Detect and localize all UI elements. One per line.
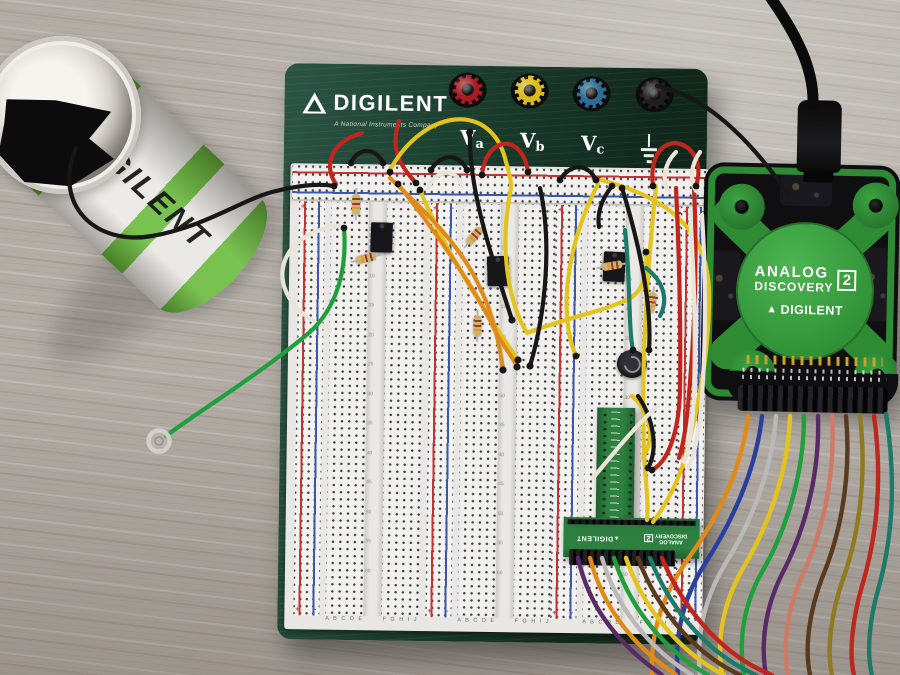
binding-post-vb (514, 75, 545, 106)
digilent-triangle-icon: ▲ (766, 302, 778, 316)
label-vb: Vb (519, 128, 545, 155)
brand-text: DIGILENT (333, 89, 449, 117)
terminal-strip (325, 201, 370, 617)
ad2-title-line2: DISCOVERY (754, 278, 834, 295)
ic-chip-1 (370, 222, 394, 253)
analog-discovery-2-device: ANALOG DISCOVERY 2 ▲ DIGILENT (697, 99, 900, 426)
terminal-strip (381, 202, 426, 618)
brand-tagline: A National Instruments Company (334, 120, 439, 130)
row-numbers: 51015202530354045505560 (364, 243, 375, 575)
digilent-triangle-icon: ▲ (612, 534, 620, 541)
label-vc: Vc (580, 131, 605, 158)
row-numbers: 51015202530354045505560 (496, 245, 507, 577)
column-labels: A B C D E (582, 619, 621, 626)
digilent-can: DIGILENT (0, 10, 300, 333)
digilent-triangle-icon (302, 91, 327, 114)
power-rail-2: +− +− (425, 203, 458, 618)
column-labels: F G H I J (639, 620, 676, 627)
label-va: Va (459, 125, 484, 152)
ad2-wire-connector (737, 384, 888, 414)
binding-post-vc (576, 78, 607, 109)
adapter-header (567, 519, 696, 526)
digilent-logo: DIGILENT (302, 89, 448, 117)
ad2-brand: ▲ DIGILENT (766, 302, 844, 318)
ad2-body: ANALOG DISCOVERY 2 ▲ DIGILENT (699, 161, 900, 405)
ground-symbol-icon (640, 134, 658, 166)
breadboard-baseplate: DIGILENT A National Instruments Company … (276, 63, 709, 645)
ic-chip-2 (486, 255, 510, 287)
binding-post-va (452, 74, 483, 105)
column-labels: A B C D E (457, 617, 496, 625)
power-rail-1: +− +− (293, 201, 326, 616)
adapter-connector (569, 549, 676, 567)
adapter-brand: ▲DIGILENT (575, 533, 620, 542)
resistor (351, 194, 361, 215)
black-tape (0, 83, 122, 196)
binding-post-gnd (639, 79, 670, 110)
resistor (473, 315, 482, 336)
column-labels: A B C D E (325, 615, 364, 623)
ad2-title-line1: ANALOG (754, 262, 829, 282)
ad2-version-badge: 2 (837, 269, 857, 292)
column-labels: F G H I J (514, 618, 551, 625)
usb-plug (796, 99, 842, 173)
column-labels: F G H I J (382, 616, 419, 623)
